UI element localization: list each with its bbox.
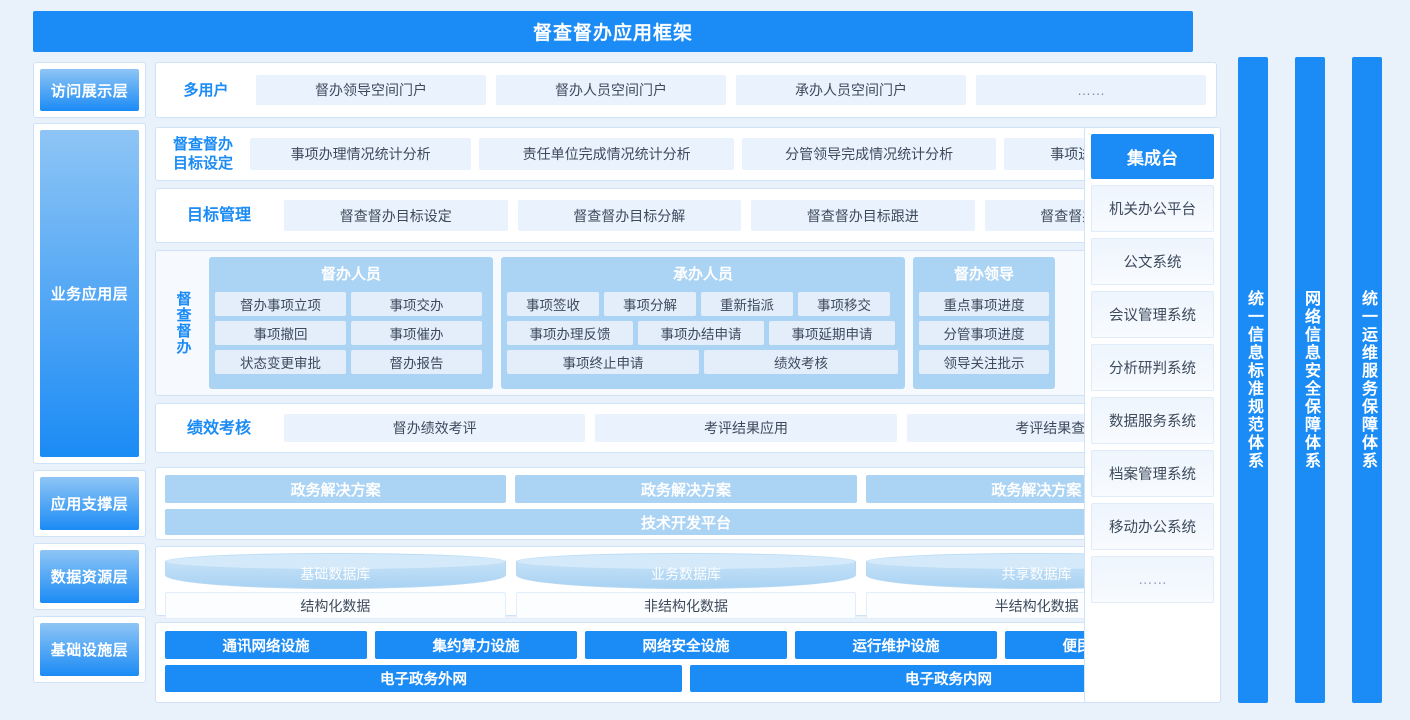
sidebar-security-system-text: 网络信息安全保障体系 (1302, 290, 1319, 470)
cylinder-top-icon (515, 553, 857, 570)
sidebar-security-system: 网络信息安全保障体系 (1295, 57, 1325, 703)
hdl-item-3[interactable]: 重新指派 (701, 292, 793, 316)
hdl-item-7[interactable]: 事项延期申请 (769, 321, 895, 345)
sup-item-5[interactable]: 状态变更审批 (215, 350, 346, 374)
layer-label-data: 数据资源层 (33, 543, 146, 610)
supervision-label: 督查督办 (174, 291, 192, 355)
database-label-shared: 共享数据库 (1001, 566, 1072, 582)
goal-setting-item-3[interactable]: 分管领导完成情况统计分析 (741, 138, 997, 170)
sup-item-4[interactable]: 事项催办 (351, 321, 482, 345)
access-item-leader-portal[interactable]: 督办领导空间门户 (256, 75, 486, 105)
access-item-staff-portal[interactable]: 督办人员空间门户 (496, 75, 726, 105)
hdl-item-9[interactable]: 绩效考核 (704, 350, 898, 374)
supervision-group-leader-title: 督办领导 (953, 266, 1014, 283)
sup-item-6[interactable]: 督办报告 (351, 350, 482, 374)
hdl-item-2[interactable]: 事项分解 (604, 292, 696, 316)
database-cylinder-business: 业务数据库 (515, 553, 857, 589)
integration-item-more[interactable]: …… (1091, 556, 1214, 603)
performance-label: 绩效考核 (186, 419, 251, 437)
hdl-item-5[interactable]: 事项办理反馈 (507, 321, 633, 345)
goal-management-row: 目标管理 督查督办目标设定 督查督办目标分解 督查督办目标跟进 督查督办目标汇总 (155, 188, 1217, 243)
layer-label-business-text: 业务应用层 (40, 130, 139, 457)
layer-label-support: 应用支撑层 (33, 470, 146, 537)
page-title: 督查督办应用框架 (33, 11, 1193, 52)
ldr-item-2[interactable]: 分管事项进度 (919, 321, 1049, 345)
hdl-item-8[interactable]: 事项终止申请 (507, 350, 699, 374)
database-label-business: 业务数据库 (651, 566, 721, 582)
ldr-item-1[interactable]: 重点事项进度 (919, 292, 1049, 316)
hdl-item-1[interactable]: 事项签收 (507, 292, 599, 316)
perf-item-1[interactable]: 督办绩效考评 (284, 414, 586, 442)
layer-label-access-text: 访问展示层 (40, 69, 139, 111)
database-column-basic: 基础数据库 结构化数据 (165, 553, 506, 619)
goal-mgmt-item-2[interactable]: 督查督办目标分解 (517, 200, 741, 231)
database-label-basic: 基础数据库 (300, 566, 371, 582)
access-layer-panel: 多用户 督办领导空间门户 督办人员空间门户 承办人员空间门户 …… (155, 62, 1217, 118)
supervision-group-handler-title: 承办人员 (672, 266, 733, 283)
sidebar-standard-system: 统一信息标准规范体系 (1238, 57, 1268, 703)
infra-network-external[interactable]: 电子政务外网 (165, 665, 682, 692)
layer-label-access: 访问展示层 (33, 62, 146, 118)
layer-label-infra-text: 基础设施层 (40, 623, 139, 676)
goal-setting-row: 督查督办 目标设定 事项办理情况统计分析 责任单位完成情况统计分析 分管领导完成… (155, 127, 1217, 181)
access-item-more[interactable]: …… (976, 75, 1206, 105)
database-column-business: 业务数据库 非结构化数据 (515, 553, 857, 619)
sidebar-ops-service-system-text: 统一运维服务保障体系 (1359, 290, 1376, 470)
goal-mgmt-item-3[interactable]: 督查督办目标跟进 (751, 200, 975, 231)
support-layer-panel: 政务解决方案 政务解决方案 政务解决方案 技术开发平台 (155, 467, 1217, 540)
sup-item-2[interactable]: 事项交办 (351, 292, 482, 316)
ldr-item-3[interactable]: 领导关注批示 (919, 350, 1049, 374)
sidebar-ops-service-system: 统一运维服务保障体系 (1352, 57, 1382, 703)
cylinder-top-icon (165, 553, 506, 570)
data-layer-panel: 基础数据库 结构化数据 业务数据库 非结构化数据 共享数据库 半结构化数据 (155, 546, 1217, 619)
infra-facility-4[interactable]: 运行维护设施 (795, 631, 997, 659)
access-layer-label: 多用户 (183, 81, 229, 99)
supervision-group-supervisor: 督办人员 督办事项立项 事项交办 事项撤回 事项催办 状态变更审批 督办报告 (209, 257, 493, 389)
supervision-row: 督查督办 督办人员 督办事项立项 事项交办 事项撤回 事项催办 状态变更审批 督… (155, 250, 1217, 396)
infra-facility-1[interactable]: 通讯网络设施 (165, 631, 367, 659)
integration-item-analysis-system[interactable]: 分析研判系统 (1091, 344, 1214, 391)
support-solution-1[interactable]: 政务解决方案 (165, 475, 507, 503)
integration-panel: 集成台 机关办公平台 公文系统 会议管理系统 分析研判系统 数据服务系统 档案管… (1084, 127, 1221, 703)
goal-setting-item-2[interactable]: 责任单位完成情况统计分析 (479, 138, 734, 170)
supervision-group-handler: 承办人员 事项签收 事项分解 重新指派 事项移交 事项办理反馈 事项办结申请 事… (501, 257, 905, 389)
database-sub-business[interactable]: 非结构化数据 (515, 592, 857, 619)
hdl-item-4[interactable]: 事项移交 (798, 292, 890, 316)
access-item-handler-portal[interactable]: 承办人员空间门户 (736, 75, 966, 105)
infra-facility-3[interactable]: 网络安全设施 (585, 631, 787, 659)
integration-item-meeting-system[interactable]: 会议管理系统 (1091, 291, 1214, 338)
infra-facility-2[interactable]: 集约算力设施 (375, 631, 577, 659)
support-solution-2[interactable]: 政务解决方案 (515, 475, 857, 503)
integration-panel-title: 集成台 (1091, 134, 1214, 179)
integration-item-archive-system[interactable]: 档案管理系统 (1091, 450, 1214, 497)
database-cylinder-basic: 基础数据库 (165, 553, 506, 589)
integration-item-data-service-system[interactable]: 数据服务系统 (1091, 397, 1214, 444)
supervision-group-supervisor-title: 督办人员 (320, 266, 381, 283)
sidebar-standard-system-text: 统一信息标准规范体系 (1245, 290, 1262, 470)
goal-setting-label: 督查督办 目标设定 (172, 136, 233, 172)
integration-item-document-system[interactable]: 公文系统 (1091, 238, 1214, 285)
performance-row: 绩效考核 督办绩效考评 考评结果应用 考评结果查看 (155, 403, 1217, 453)
supervision-group-leader: 督办领导 重点事项进度 分管事项进度 领导关注批示 (913, 257, 1055, 389)
perf-item-2[interactable]: 考评结果应用 (595, 414, 897, 442)
sup-item-1[interactable]: 督办事项立项 (215, 292, 346, 316)
hdl-item-6[interactable]: 事项办结申请 (638, 321, 764, 345)
layer-label-business: 业务应用层 (33, 123, 146, 464)
support-tech-platform[interactable]: 技术开发平台 (165, 509, 1207, 535)
database-sub-basic[interactable]: 结构化数据 (165, 592, 506, 619)
infra-layer-panel: 通讯网络设施 集约算力设施 网络安全设施 运行维护设施 便民服务设施 电子政务外… (155, 622, 1217, 703)
layer-label-infra: 基础设施层 (33, 616, 146, 683)
sup-item-3[interactable]: 事项撤回 (215, 321, 346, 345)
goal-setting-item-1[interactable]: 事项办理情况统计分析 (250, 138, 472, 170)
layer-label-support-text: 应用支撑层 (40, 477, 139, 530)
integration-item-mobile-office-system[interactable]: 移动办公系统 (1091, 503, 1214, 550)
layer-label-data-text: 数据资源层 (40, 550, 139, 603)
goal-management-label: 目标管理 (186, 207, 251, 224)
goal-mgmt-item-1[interactable]: 督查督办目标设定 (284, 200, 508, 231)
integration-item-office-platform[interactable]: 机关办公平台 (1091, 185, 1214, 232)
database-cylinder-shared: 共享数据库 (866, 553, 1208, 589)
